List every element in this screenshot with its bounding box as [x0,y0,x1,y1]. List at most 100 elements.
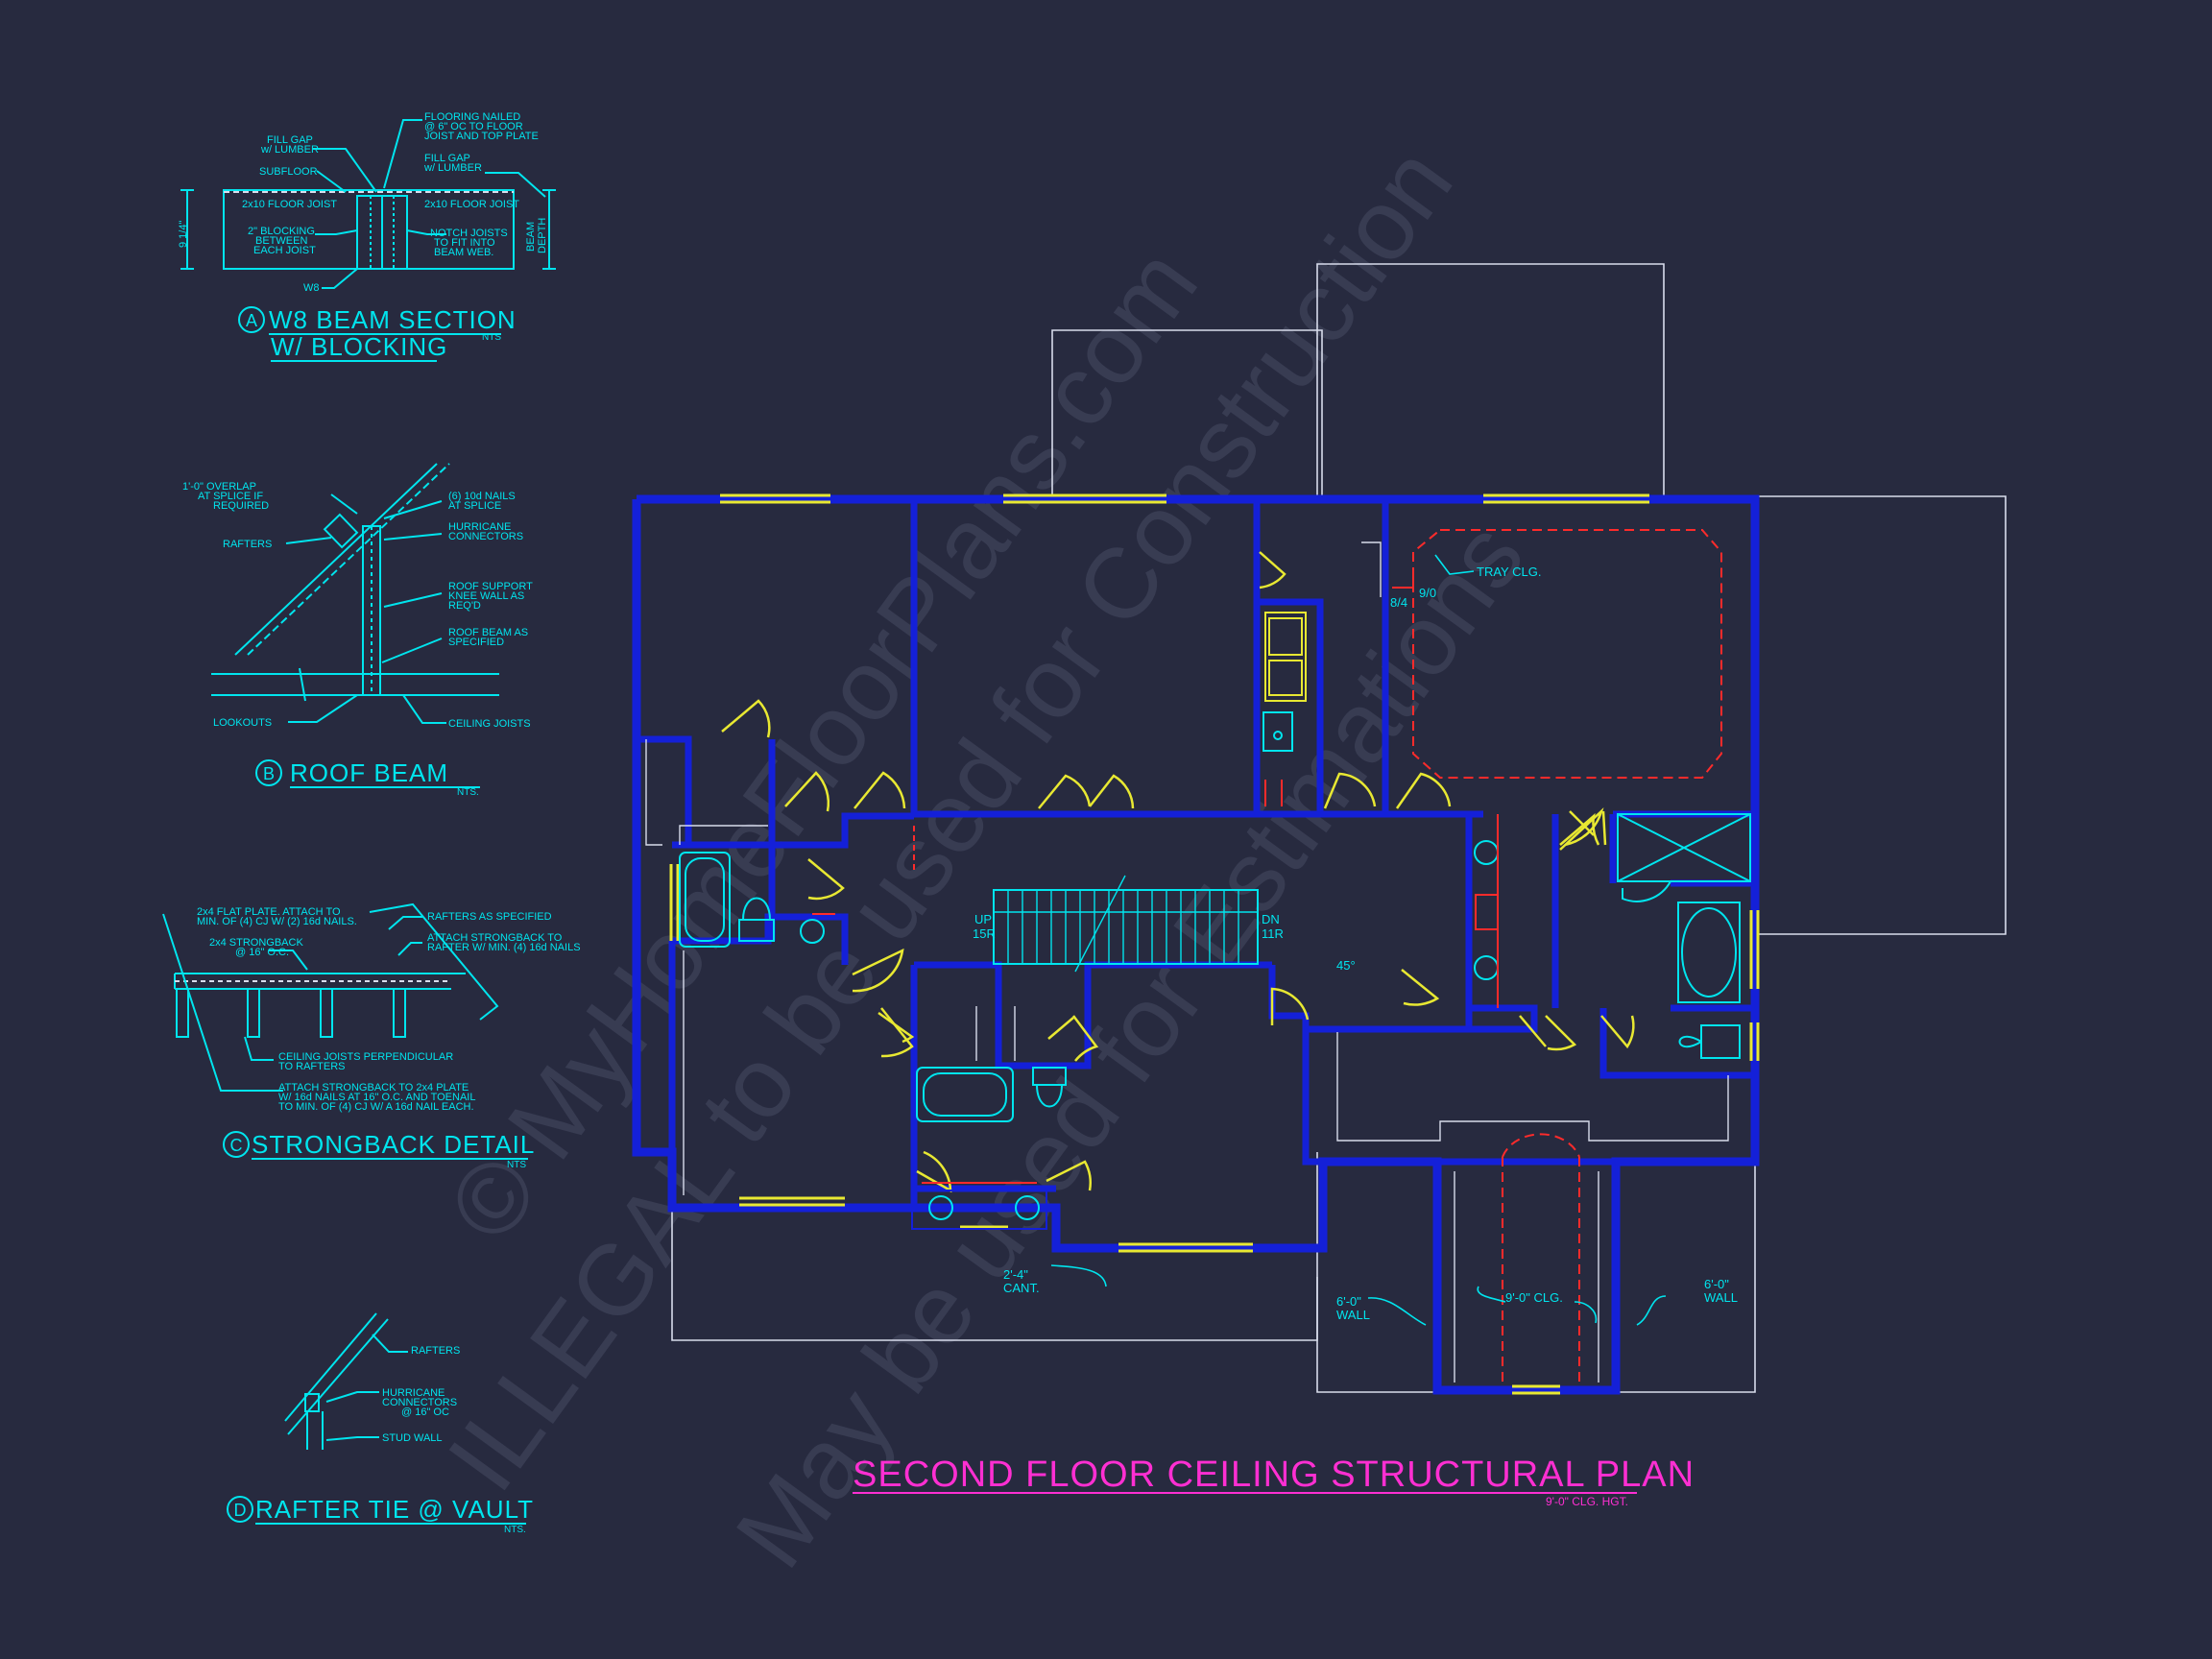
svg-text:CONNECTORS: CONNECTORS [448,531,523,542]
plan-labels: TRAY CLG. 8/4 9/0 UP 15R DN 11R 45° 2'-4… [973,565,1738,1322]
svg-text:ATTACH STRONGBACK TO 2x4 PLATE: ATTACH STRONGBACK TO 2x4 PLATE [278,1082,469,1094]
svg-text:EACH JOIST: EACH JOIST [253,245,316,256]
svg-text:2x10 FLOOR JOIST: 2x10 FLOOR JOIST [242,199,337,210]
detail-d-title: D RAFTER TIE @ VAULT NTS. [227,1495,534,1535]
svg-text:HURRICANE: HURRICANE [448,521,511,533]
svg-text:KNEE WALL AS: KNEE WALL AS [448,590,524,602]
svg-text:DEPTH: DEPTH [537,218,548,253]
svg-text:LOOKOUTS: LOOKOUTS [213,717,272,729]
detail-b-marker: B [263,764,275,783]
stair [993,889,1259,965]
svg-text:w/ LUMBER: w/ LUMBER [260,144,319,156]
svg-text:W/ 16d NAILS AT 16" O.C. AND T: W/ 16d NAILS AT 16" O.C. AND TOENAIL [278,1092,475,1103]
label-up-risers: 15R [973,926,996,941]
detail-a-title: A W8 BEAM SECTION W/ BLOCKING NTS [238,305,517,362]
svg-text:STUD WALL: STUD WALL [382,1432,443,1444]
detail-c-notes: 2x4 FLAT PLATE. ATTACH TO MIN. OF (4) CJ… [197,906,581,1113]
detail-b-roof-beam [211,463,499,724]
svg-text:1'-0" OVERLAP: 1'-0" OVERLAP [182,481,256,493]
detail-c-strongback [162,902,499,1092]
svg-text:ATTACH STRONGBACK TO: ATTACH STRONGBACK TO [427,932,563,944]
detail-d-rafter-tie [284,1312,408,1450]
svg-text:REQUIRED: REQUIRED [213,500,269,512]
shower-master [1617,813,1751,882]
svg-text:2x10 FLOOR JOIST: 2x10 FLOOR JOIST [424,199,519,210]
toilet-hall [1032,1067,1067,1108]
label-dn-risers: 11R [1262,926,1284,941]
svg-text:RAFTERS AS SPECIFIED: RAFTERS AS SPECIFIED [427,911,552,923]
svg-text:BETWEEN: BETWEEN [255,235,307,247]
detail-d-scale: NTS. [504,1525,526,1535]
label-dn: DN [1262,912,1280,926]
fixtures [679,612,1751,1230]
detail-c-title: C STRONGBACK DETAIL NTS [223,1130,535,1170]
svg-text:HURRICANE: HURRICANE [382,1387,445,1399]
detail-b-scale: NTS. [457,787,479,798]
svg-text:FILL GAP: FILL GAP [267,134,313,146]
svg-text:@ 6" OC TO FLOOR: @ 6" OC TO FLOOR [424,121,523,132]
label-up: UP [974,912,992,926]
tub-left [679,852,731,948]
svg-text:SUBFLOOR: SUBFLOOR [259,166,318,178]
roof-outline [671,263,2007,1393]
beams-red [812,571,1499,1184]
detail-b-title: B ROOF BEAM NTS. [255,758,480,798]
svg-text:RAFTERS: RAFTERS [411,1345,460,1357]
label-wall-right-h: 6'-0" [1704,1277,1729,1291]
svg-text:TO RAFTERS: TO RAFTERS [278,1061,345,1072]
svg-text:FILL GAP: FILL GAP [424,153,470,164]
svg-text:@ 16" OC: @ 16" OC [401,1407,449,1418]
label-wall-left-h: 6'-0" [1336,1294,1361,1309]
detail-a-marker: A [246,311,257,330]
svg-text:2x4 STRONGBACK: 2x4 STRONGBACK [209,937,303,949]
windows [669,493,1760,1395]
svg-text:CEILING JOISTS PERPENDICULAR: CEILING JOISTS PERPENDICULAR [278,1051,453,1063]
svg-text:CEILING JOISTS: CEILING JOISTS [448,718,531,730]
svg-text:@ 16" O.C.: @ 16" O.C. [235,947,289,958]
tray-ceiling [1412,529,1722,1387]
detail-d-marker: D [234,1501,247,1520]
svg-text:REQ'D: REQ'D [448,600,481,612]
detail-b-title-text: ROOF BEAM [290,758,448,787]
detail-d-title-text: RAFTER TIE @ VAULT [255,1495,534,1524]
label-wall-left: WALL [1336,1308,1370,1322]
detail-a-w8-beam-section [180,119,556,289]
detail-a-title-line2: W/ BLOCKING [271,332,447,361]
svg-text:BEAM: BEAM [525,222,537,252]
svg-text:ROOF BEAM AS: ROOF BEAM AS [448,627,528,638]
svg-text:RAFTERS: RAFTERS [223,539,272,550]
detail-a-title-line1: W8 BEAM SECTION [269,305,517,334]
svg-text:9 1/4": 9 1/4" [178,221,189,248]
detail-a-notes: FILL GAP w/ LUMBER SUBFLOOR FLOORING NAI… [178,111,548,294]
doors [721,551,1635,1193]
svg-text:RAFTER W/ MIN. (4) 16d NAILS: RAFTER W/ MIN. (4) 16d NAILS [427,942,581,953]
svg-text:TO MIN. OF (4) CJ W/ A 16d NAI: TO MIN. OF (4) CJ W/ A 16d NAIL EACH. [278,1101,474,1113]
detail-c-marker: C [230,1136,243,1155]
svg-text:MIN. OF (4) CJ W/ (2) 16d NAIL: MIN. OF (4) CJ W/ (2) 16d NAILS. [197,916,357,927]
detail-b-notes: 1'-0" OVERLAP AT SPLICE IF REQUIRED (6) … [182,481,533,730]
svg-text:W8: W8 [303,282,320,294]
svg-text:FLOORING NAILED: FLOORING NAILED [424,111,520,123]
label-cant: CANT. [1003,1281,1040,1295]
label-clg-9: 9'-0" CLG. [1505,1290,1563,1305]
watermark: © MyHomeFloorPlans.com ILLEGAL to be use… [427,128,1546,1587]
label-tray-clg: TRAY CLG. [1477,565,1541,579]
svg-text:ROOF SUPPORT: ROOF SUPPORT [448,581,533,592]
detail-d-notes: RAFTERS HURRICANE CONNECTORS @ 16" OC ST… [382,1345,460,1444]
svg-text:TO FIT INTO: TO FIT INTO [434,237,495,249]
label-cant-dim: 2'-4" [1003,1267,1028,1282]
svg-text:w/ LUMBER: w/ LUMBER [423,162,482,174]
plan-title-subtitle: 9'-0" CLG. HGT. [1546,1495,1628,1508]
label-pitch-8-4: 8/4 [1390,595,1407,610]
tub-master [1681,907,1737,998]
toilet-master [1678,1024,1741,1059]
svg-text:JOIST AND TOP PLATE: JOIST AND TOP PLATE [424,131,539,142]
svg-text:NOTCH JOISTS: NOTCH JOISTS [430,228,508,239]
toilet-left [738,897,775,942]
plan-leaders [1050,554,1667,1326]
detail-c-title-text: STRONGBACK DETAIL [252,1130,535,1159]
svg-text:(6) 10d NAILS: (6) 10d NAILS [448,491,516,502]
svg-text:BEAM WEB.: BEAM WEB. [434,247,493,258]
plan-title: SECOND FLOOR CEILING STRUCTURAL PLAN 9'-… [853,1455,1694,1508]
